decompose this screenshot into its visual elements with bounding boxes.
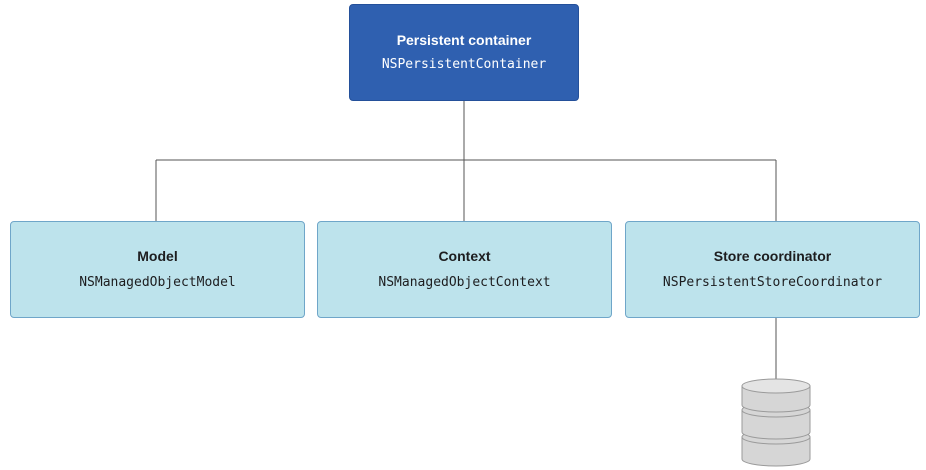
context-title: Context [438,248,491,264]
model-node: Model NSManagedObjectModel [10,221,305,318]
persistent-container-title: Persistent container [396,32,532,48]
context-node: Context NSManagedObjectContext [317,221,612,318]
persistent-container-class: NSPersistentContainer [381,57,547,72]
model-class: NSManagedObjectModel [79,275,236,290]
store-coordinator-node: Store coordinator NSPersistentStoreCoord… [625,221,920,318]
context-class: NSManagedObjectContext [378,275,551,290]
store-coordinator-title: Store coordinator [713,248,832,264]
persistent-container-node: Persistent container NSPersistentContain… [349,4,579,101]
database-icon [741,378,811,467]
store-coordinator-class: NSPersistentStoreCoordinator [662,275,883,290]
model-title: Model [137,248,178,264]
